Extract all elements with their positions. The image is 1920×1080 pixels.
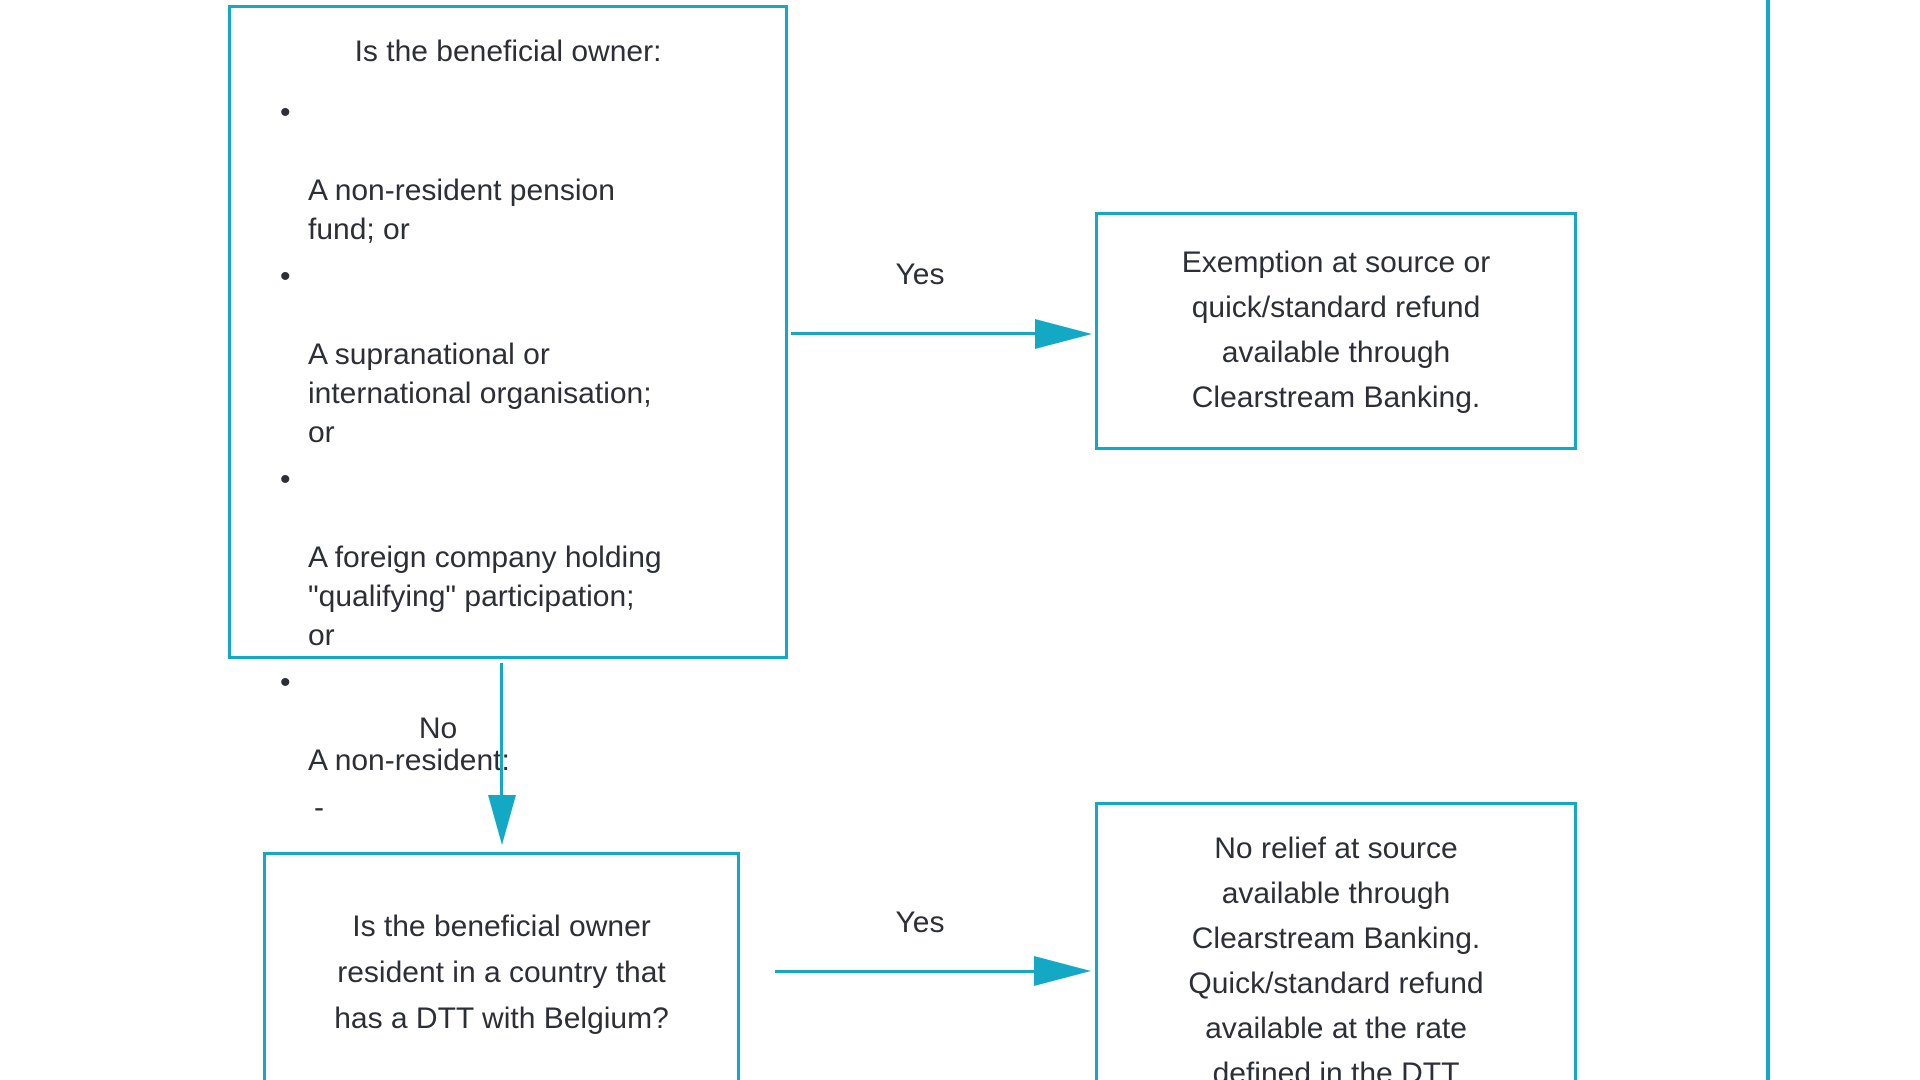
node-dtt-country-question: Is the beneficial owner resident in a co… xyxy=(263,852,740,1080)
list-item-text: A non-resident: xyxy=(308,744,510,777)
node-result-text: Exemption at source or quick/standard re… xyxy=(1181,246,1491,414)
node-question-text: Is the beneficial owner resident in a co… xyxy=(334,910,669,1035)
list-item: • A supranational or international organ… xyxy=(280,257,785,452)
edge-label-no-1: No xyxy=(418,712,458,745)
bullet-icon: • xyxy=(280,463,291,496)
no-arrowhead-icon xyxy=(488,795,516,845)
yes-arrow-line-2 xyxy=(775,970,1037,973)
dash-icon: - xyxy=(314,791,324,824)
list-item-text: A non-resident pension fund; or xyxy=(308,174,615,246)
node-exemption-at-source: Exemption at source or quick/standard re… xyxy=(1095,212,1577,450)
node-beneficial-owner-criteria: Is the beneficial owner: • A non-residen… xyxy=(228,5,788,1080)
no-arrow-line xyxy=(500,663,503,798)
bullet-icon: • xyxy=(280,96,291,129)
node-result-text: No relief at source available through Cl… xyxy=(1188,832,1484,1080)
list-item-text: A supranational or international organis… xyxy=(308,338,652,449)
page-edge-rule xyxy=(1766,0,1770,1080)
yes-arrow-line-1 xyxy=(791,332,1038,335)
yes-arrowhead-icon-2 xyxy=(1034,956,1091,986)
list-item: • A non-resident pension fund; or xyxy=(280,93,785,249)
list-item: • A non-resident: xyxy=(280,663,785,780)
list-item-text: A foreign company holding "qualifying" p… xyxy=(308,541,662,652)
bullet-icon: • xyxy=(280,666,291,699)
edge-label-yes-2: Yes xyxy=(895,906,945,939)
list-item: • A foreign company holding "qualifying"… xyxy=(280,460,785,655)
node-no-relief-at-source: No relief at source available through Cl… xyxy=(1095,802,1577,1080)
yes-arrowhead-icon-1 xyxy=(1035,319,1092,349)
edge-label-yes-1: Yes xyxy=(895,258,945,291)
bullet-icon: • xyxy=(280,260,291,293)
node-question-title: Is the beneficial owner: xyxy=(354,35,662,68)
